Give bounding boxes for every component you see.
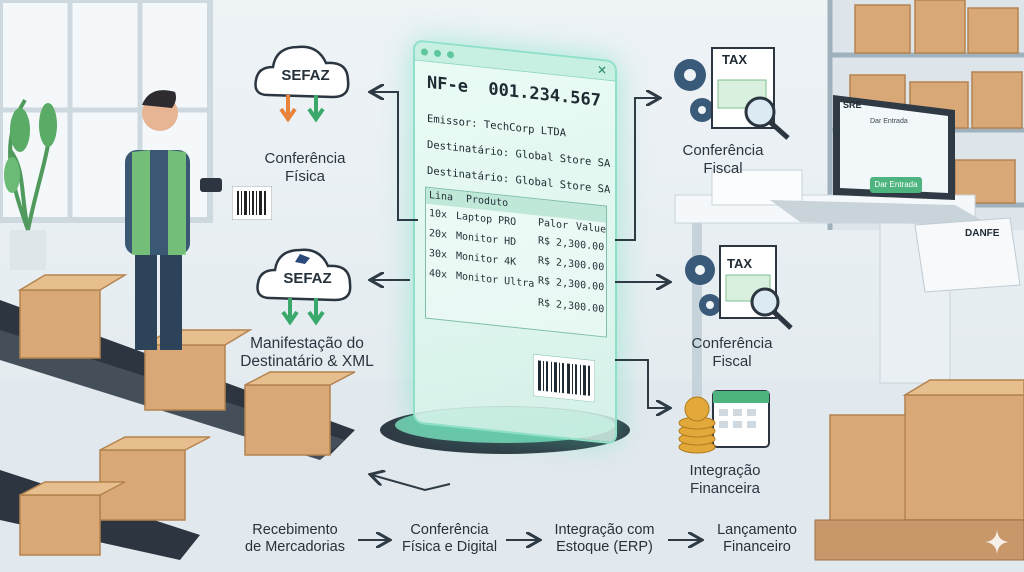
header-cell: Palor (538, 217, 569, 232)
recipient-line: Destinatário: Global Store SA (427, 138, 611, 171)
fiscal-icon-mid (685, 245, 793, 330)
sefaz-cloud-mid: SEFAZ (250, 240, 360, 335)
barcode-icon (533, 353, 595, 403)
caption-line: Conferência (682, 142, 764, 159)
caption-line: Conferência (691, 335, 773, 352)
flow-line: Física e Digital (401, 539, 498, 555)
flow-line: Financeiro (723, 539, 791, 555)
gear-icon (685, 255, 721, 316)
caption-manifestacao: Manifestação do Destinatário & XML (222, 335, 392, 371)
table-cell-qty: 30x (429, 247, 448, 261)
caption-conferencia-fiscal-top: Conferência Fiscal (663, 142, 783, 178)
laptop-window-title: Dar Entrada (870, 118, 908, 125)
caption-line: Manifestação do (250, 335, 364, 352)
tax-label-top: TAX (722, 52, 748, 67)
caption-line: Financeira (689, 480, 761, 497)
flow-step-integracao: Integração com Estoque (ERP) (542, 522, 667, 556)
table-cell-qty: 10x (429, 207, 448, 221)
flow-line: Lançamento (717, 522, 797, 538)
coins-calendar-icon (678, 390, 770, 454)
fiscal-icon-top (674, 47, 790, 140)
caption-line: Física (284, 168, 325, 185)
flow-line: de Mercadorias (245, 539, 345, 555)
flow-step-conferencia: Conferência Física e Digital (392, 522, 507, 556)
sefaz-label-mid: SEFAZ (283, 270, 332, 287)
caption-conferencia-fisica: Conferência Física (235, 150, 375, 186)
caption-line: Integração (689, 462, 761, 479)
cloud-icon (256, 248, 352, 326)
flow-line: Recebimento (252, 522, 338, 538)
flow-step-lancamento: Lançamento Financeiro (702, 522, 812, 556)
table-cell-price: R$ 2,300.00 (538, 275, 605, 294)
gear-icon (674, 59, 714, 122)
table-cell-price: R$ 2,300.00 (538, 235, 605, 254)
flow-step-recebimento: Recebimento de Mercadorias (230, 522, 360, 556)
laptop-brand: SRE (843, 100, 862, 110)
caption-integracao-financeira: Integração Financeira (665, 462, 785, 498)
window-dot (447, 50, 454, 59)
table-cell-product: Laptop PRO (456, 210, 517, 229)
caption-line: Destinatário & XML (240, 353, 374, 370)
table-cell-product: Monitor Ultra (456, 270, 535, 291)
nfe-hologram-document: ✕ NF-e 001.234.567 Emissor: TechCorp LTD… (413, 39, 617, 445)
barcode-icon (232, 186, 272, 220)
sparkle-icon (985, 530, 1009, 554)
header-cell: Value (576, 221, 607, 236)
product-table: Lina Produto Palor Value 10x Laptop PRO … (425, 186, 607, 338)
issuer-line: Emissor: TechCorp LTDA (427, 112, 567, 140)
table-cell-qty: 20x (429, 227, 448, 241)
caption-line: Fiscal (703, 160, 743, 177)
flow-line: Integração com (554, 522, 655, 538)
window-dot (434, 49, 441, 58)
table-cell-product: Monitor HD (456, 230, 517, 249)
dar-entrada-button[interactable]: Dar Entrada (870, 177, 922, 193)
nfe-number: NF-e 001.234.567 (427, 72, 601, 112)
flow-line: Conferência (410, 522, 489, 538)
flow-line: Estoque (ERP) (556, 539, 653, 555)
danfe-label: DANFE (965, 228, 1000, 239)
table-cell-product: Monitor 4K (456, 250, 517, 269)
table-cell-price: R$ 2,300.00 (538, 255, 605, 274)
tax-label-mid: TAX (727, 256, 753, 271)
table-cell-price: R$ 2,300.00 (538, 297, 605, 316)
table-cell-qty: 40x (429, 267, 448, 281)
caption-line: Fiscal (712, 353, 752, 370)
sefaz-cloud-top: SEFAZ (248, 35, 358, 130)
caption-line: Conferência (264, 150, 346, 167)
cloud-icon (254, 45, 350, 123)
window-dot (421, 48, 428, 56)
caption-conferencia-fiscal-mid: Conferência Fiscal (672, 335, 792, 371)
sefaz-label-top: SEFAZ (281, 67, 330, 84)
close-icon: ✕ (596, 62, 607, 78)
